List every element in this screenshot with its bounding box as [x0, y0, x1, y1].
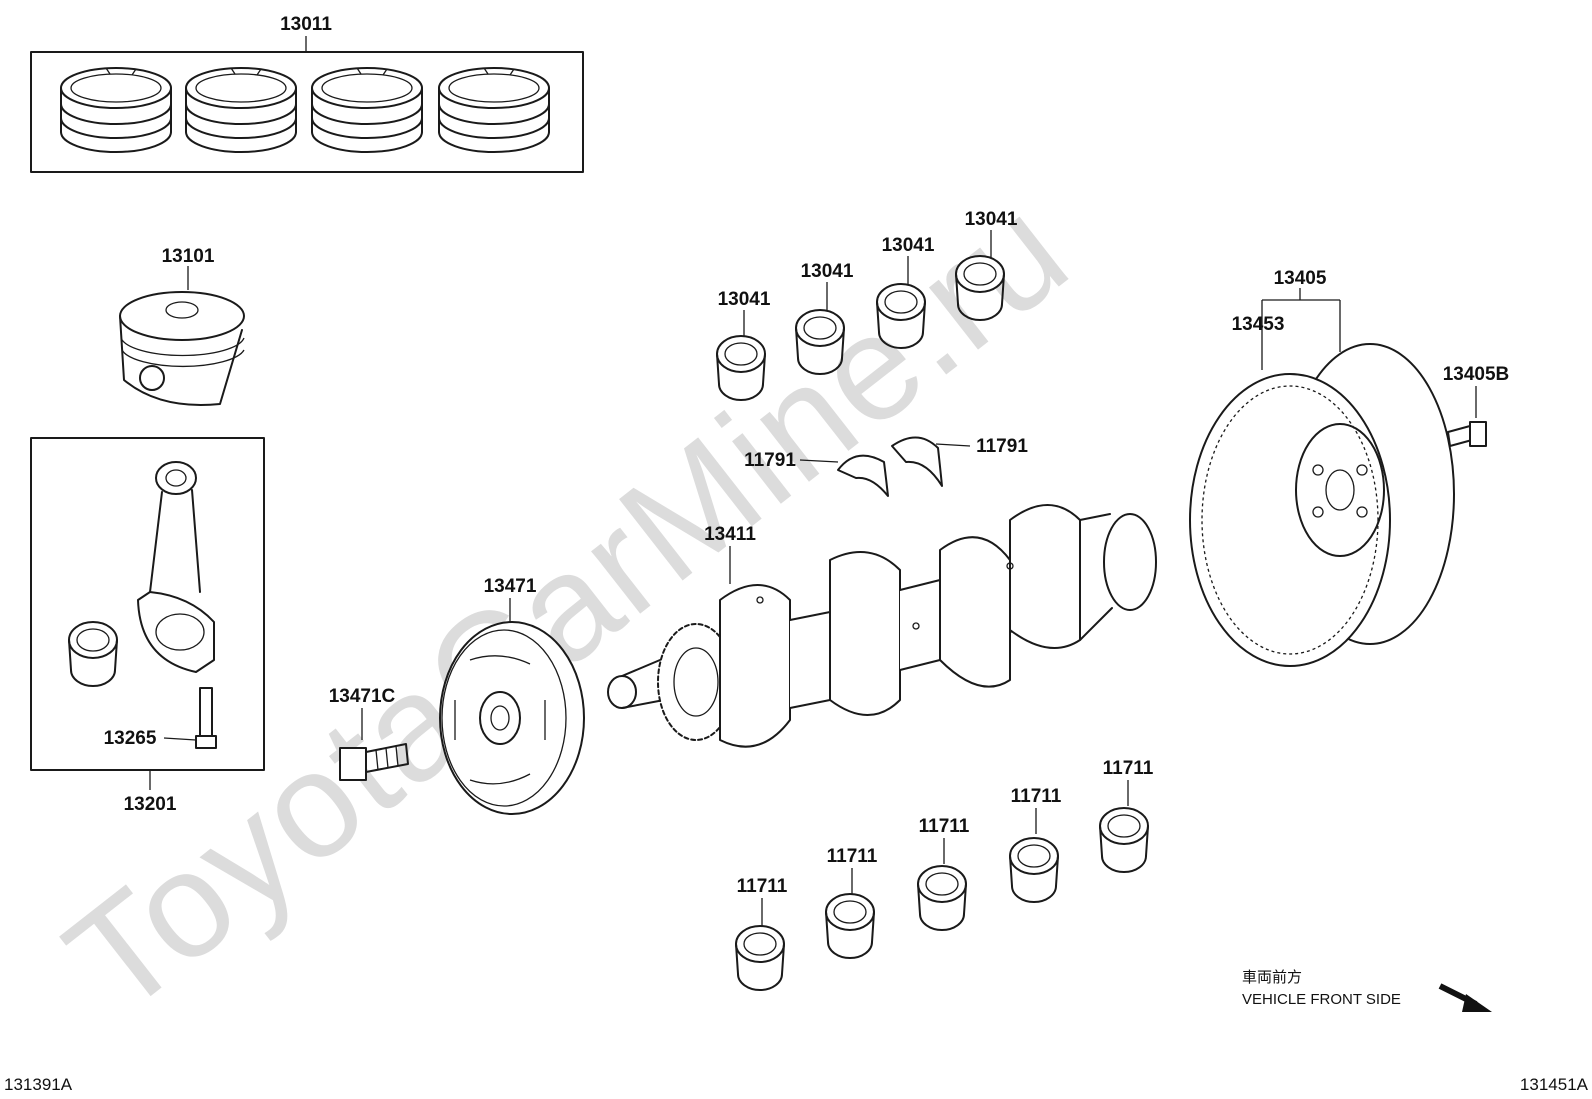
label-main-bearing-1[interactable]: 11711	[737, 876, 788, 897]
label-piston-ring-set[interactable]: 13011	[280, 14, 332, 35]
label-main-bearing-3[interactable]: 11711	[919, 816, 970, 837]
corner-code-left: 131391A	[4, 1075, 73, 1094]
label-main-bearing-5[interactable]: 11711	[1103, 758, 1154, 779]
front-note-english: VEHICLE FRONT SIDE	[1242, 991, 1401, 1008]
connecting-rod-assy[interactable]	[30, 437, 265, 790]
label-conrod-bearing-1[interactable]: 13041	[718, 289, 771, 310]
pulley-bolt[interactable]	[339, 708, 409, 781]
label-main-bearing-4[interactable]: 11711	[1011, 786, 1062, 807]
label-conrod-bearing-2[interactable]: 13041	[801, 261, 854, 282]
flywheel[interactable]	[1189, 288, 1455, 667]
label-thrust-washer-right[interactable]: 11791	[976, 436, 1028, 457]
label-conrod-bolt[interactable]: 13265	[104, 728, 157, 749]
crankshaft[interactable]	[607, 504, 1157, 748]
front-note-japanese: 車両前方	[1242, 969, 1302, 986]
main-bearings[interactable]	[735, 780, 1149, 991]
label-ring-gear[interactable]: 13453	[1232, 314, 1285, 335]
label-conrod-bearing-4[interactable]: 13041	[965, 209, 1018, 230]
conrod-bearings[interactable]	[716, 230, 1005, 401]
label-crank-pulley[interactable]: 13471	[484, 576, 537, 597]
front-arrow-icon	[1438, 983, 1492, 1012]
label-main-bearing-2[interactable]: 11711	[827, 846, 878, 867]
label-flywheel[interactable]: 13405	[1274, 268, 1327, 289]
label-crankshaft[interactable]: 13411	[704, 524, 756, 545]
crank-pulley[interactable]	[439, 598, 585, 815]
thrust-washers[interactable]	[799, 436, 971, 497]
label-conrod-assy[interactable]: 13201	[124, 794, 177, 815]
label-thrust-washer-left[interactable]: 11791	[744, 450, 796, 471]
flywheel-bolt[interactable]	[1447, 386, 1487, 447]
label-piston[interactable]: 13101	[162, 246, 215, 267]
label-pulley-bolt[interactable]: 13471C	[329, 686, 396, 707]
corner-code-right: 131451A	[1520, 1075, 1589, 1094]
label-flywheel-bolt[interactable]: 13405B	[1443, 364, 1510, 385]
label-conrod-bearing-3[interactable]: 13041	[882, 235, 935, 256]
piston[interactable]	[119, 266, 245, 406]
piston-ring-set[interactable]	[30, 36, 584, 173]
